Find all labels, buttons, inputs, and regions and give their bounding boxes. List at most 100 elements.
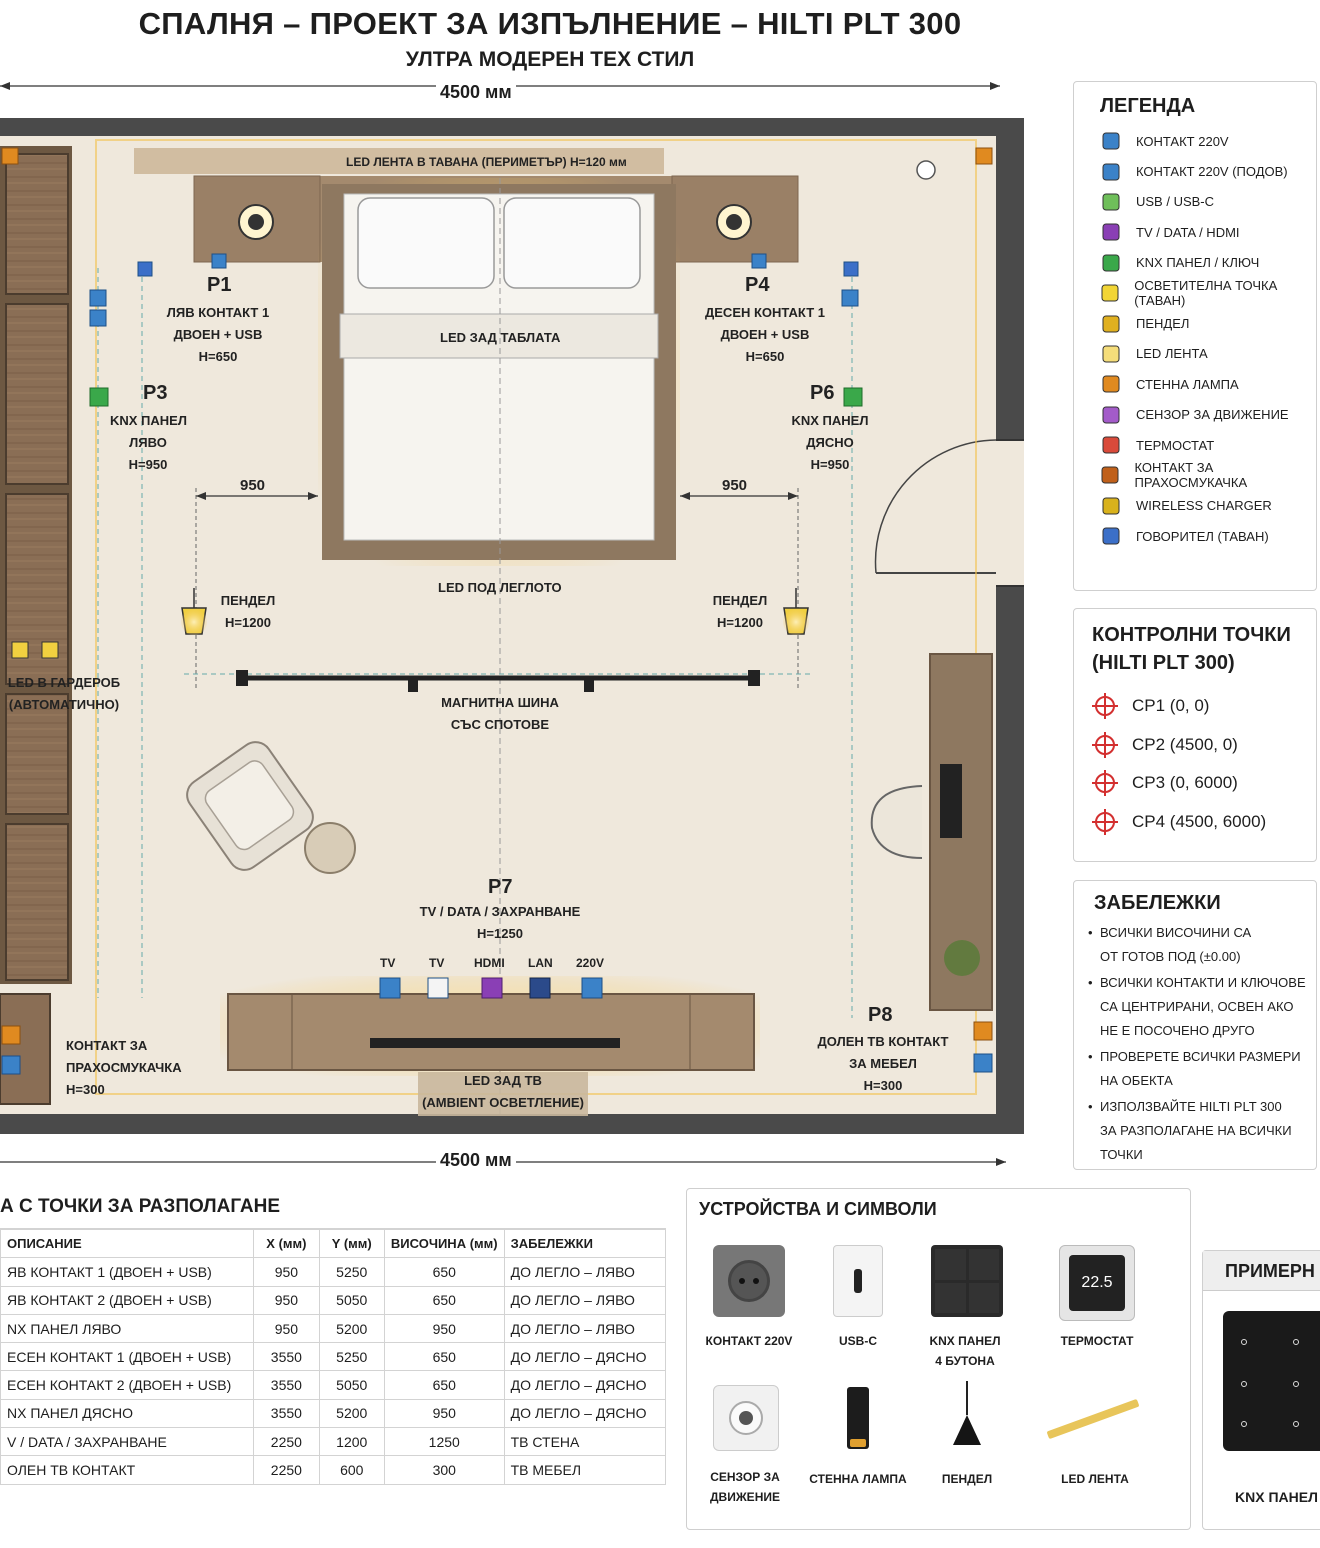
thermostat-image: 22.5 <box>1059 1245 1135 1321</box>
legend-label: TV / DATA / HDMI <box>1136 224 1240 240</box>
floor-plan <box>0 118 1024 1134</box>
control-point-item: CP3 (0, 6000) <box>1092 764 1316 803</box>
control-point-item: CP1 (0, 0) <box>1092 687 1316 726</box>
devices-title: УСТРОЙСТВА И СИМВОЛИ <box>699 1199 937 1219</box>
legend-symbol-icon <box>1100 525 1122 547</box>
table-header-cell: ЗАБЕЛЕЖКИ <box>503 1228 667 1259</box>
blanket-fold <box>339 313 659 359</box>
page-subtitle: УЛТРА МОДЕРЕН ТЕХ СТИЛ <box>405 48 695 71</box>
devices-panel: УСТРОЙСТВА И СИМВОЛИ КОНТАКТ 220V USB-C … <box>686 1188 1191 1530</box>
table-cell: ДО ЛЕГЛО – ЛЯВО <box>503 1313 667 1344</box>
legend-label: ОСВЕТИТЕЛНА ТОЧКА (ТАВАН) <box>1134 278 1278 309</box>
headboard-led-label: LED ЗАД ТАБЛАТА <box>440 330 561 345</box>
legend-label: КОНТАКТ 220V <box>1136 133 1229 149</box>
control-point-item: CP2 (4500, 0) <box>1092 726 1316 765</box>
legend-symbol-icon <box>1100 434 1122 456</box>
crosshair-icon <box>1092 770 1118 797</box>
table-cell: 2250 <box>253 1427 320 1457</box>
control-point-item: CP4 (4500, 6000) <box>1092 803 1316 842</box>
table-cell: 3550 <box>253 1398 320 1429</box>
table-cell: ДО ЛЕГЛО – ДЯСНО <box>503 1370 667 1400</box>
ceiling-led-label: LED ЛЕНТА В ТАВАНА (ПЕРИМЕТЪР) H=120 мм <box>346 155 627 169</box>
tv-socket-hdmi: HDMI <box>474 956 505 970</box>
example-panel: ПРИМЕРН KNX ПАНЕЛ <box>1202 1250 1320 1530</box>
pendant-right <box>783 588 809 635</box>
legend-item: КОНТАКТ 220V <box>1100 126 1316 156</box>
table-cell: ДО ЛЕГЛО – ДЯСНО <box>503 1342 667 1372</box>
top-dimension-label: 4500 мм <box>436 82 516 103</box>
table-cell: ДО ЛЕГЛО – ЛЯВО <box>503 1257 667 1287</box>
table-cell: ДО ЛЕГЛО – ЛЯВО <box>503 1285 667 1315</box>
legend-item: KNX ПАНЕЛ / КЛЮЧ <box>1100 248 1316 278</box>
control-point-label: CP1 (0, 0) <box>1132 696 1210 716</box>
led-strip-label: LED ЛЕНТА <box>1061 1472 1129 1486</box>
tv-socket-tv1: TV <box>380 956 396 970</box>
legend-symbol-icon <box>1100 313 1122 335</box>
motion-sensor-image <box>713 1385 779 1451</box>
led-tv-label: LED ЗАД ТВ(AMBIENT ОСВЕТЛЕНИЕ) <box>422 1073 584 1110</box>
table-cell: 950 <box>383 1398 505 1429</box>
example-knx-image <box>1223 1311 1320 1451</box>
page-title: СПАЛНЯ – ПРОЕКТ ЗА ИЗПЪЛНЕНИЕ – HILTI PL… <box>138 6 962 41</box>
table-cell: NX ПАНЕЛ ДЯСНО <box>0 1398 255 1429</box>
legend-symbol-icon <box>1100 161 1122 183</box>
table-cell: 1200 <box>318 1427 385 1457</box>
table-cell: 950 <box>383 1313 505 1344</box>
legend-title: ЛЕГЕНДА <box>1100 95 1196 117</box>
dim-left-label: 950 <box>240 477 266 494</box>
p8-number: P8 <box>868 1004 893 1026</box>
legend-item: TV / DATA / HDMI <box>1100 217 1316 247</box>
table-cell: 1250 <box>383 1427 505 1457</box>
legend-label: СЕНЗОР ЗА ДВИЖЕНИЕ <box>1136 407 1289 423</box>
table-cell: 3550 <box>253 1370 320 1400</box>
table-cell: 5200 <box>318 1398 385 1429</box>
legend-label: ПЕНДЕЛ <box>1136 316 1190 332</box>
p4-number: P4 <box>745 274 770 296</box>
table-cell: 5250 <box>318 1257 385 1287</box>
armchair <box>186 741 314 871</box>
socket-220v-label: КОНТАКТ 220V <box>705 1334 793 1348</box>
table-cell: NX ПАНЕЛ ЛЯВО <box>0 1313 255 1344</box>
tv-socket-220v: 220V <box>576 956 605 970</box>
knx-panel-image <box>931 1245 1003 1317</box>
legend-symbol-icon <box>1100 191 1122 213</box>
legend-symbol-icon <box>1100 373 1122 395</box>
table-cell: 650 <box>383 1370 505 1400</box>
legend-symbol-icon <box>1100 495 1122 517</box>
tv <box>370 1038 620 1048</box>
legend-item: СЕНЗОР ЗА ДВИЖЕНИЕ <box>1100 400 1316 430</box>
table-cell: ЯВ КОНТАКТ 1 (ДВОЕН + USB) <box>0 1257 255 1287</box>
table-cell: ТВ СТЕНА <box>503 1427 667 1457</box>
thermostat-label: ТЕРМОСТАТ <box>1060 1334 1134 1348</box>
table-header-cell: ВИСОЧИНА (мм) <box>383 1228 505 1259</box>
table-cell: 5250 <box>318 1342 385 1372</box>
tv-wall-sockets <box>379 977 603 999</box>
table-cell: 5050 <box>318 1285 385 1315</box>
legend-item: ОСВЕТИТЕЛНА ТОЧКА (ТАВАН) <box>1100 278 1316 308</box>
usbc-label: USB-C <box>839 1334 877 1348</box>
control-point-label: CP4 (4500, 6000) <box>1132 811 1267 831</box>
legend-item: WIRELESS CHARGER <box>1100 491 1316 521</box>
socket-icons <box>1 147 993 1075</box>
table-cell: 650 <box>383 1342 505 1372</box>
legend-item: ГОВОРИТЕЛ (ТАВАН) <box>1100 521 1316 551</box>
side-table <box>304 822 356 874</box>
usbc-image <box>833 1245 883 1317</box>
legend-symbol-icon <box>1100 404 1122 426</box>
table-title: А С ТОЧКИ ЗА РАЗПОЛАГАНЕ <box>0 1196 281 1217</box>
